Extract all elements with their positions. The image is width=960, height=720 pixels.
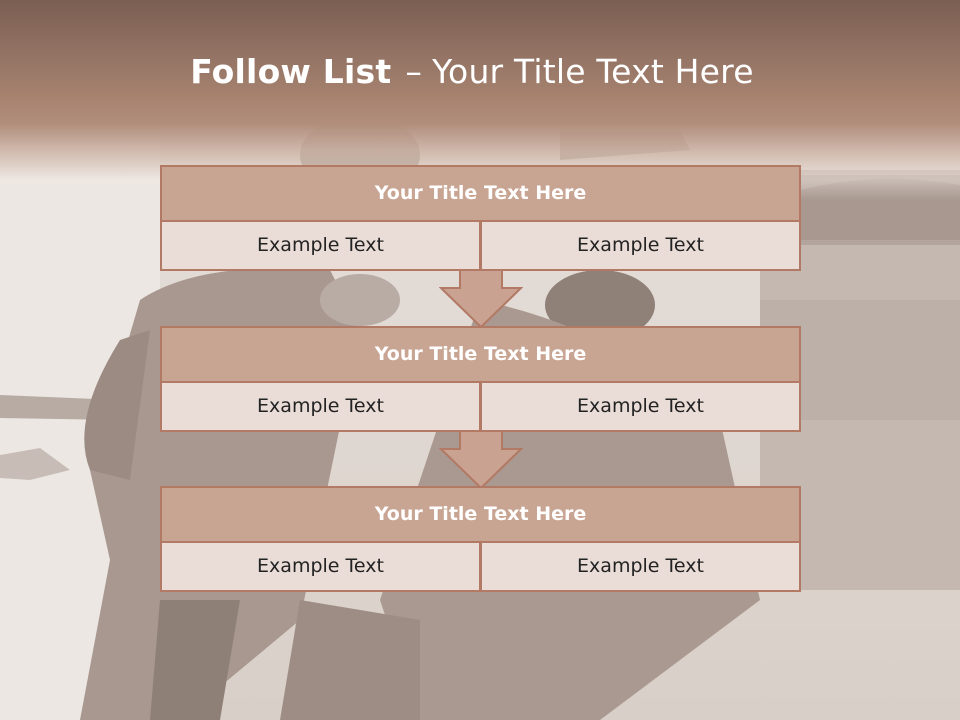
step-right-text: Example Text — [480, 222, 801, 271]
down-arrow-icon — [439, 270, 523, 328]
step-title: Your Title Text Here — [160, 165, 801, 222]
step-left-text: Example Text — [160, 222, 481, 271]
step-left-text: Example Text — [160, 383, 481, 432]
step-right-text: Example Text — [480, 543, 801, 592]
slide-title-rest: Your Title Text Here — [432, 52, 754, 91]
step-title: Your Title Text Here — [160, 486, 801, 543]
slide-title: Follow List–Your Title Text Here — [0, 52, 944, 91]
slide-title-bold: Follow List — [190, 52, 392, 91]
slide-title-dash: – — [405, 52, 423, 91]
step-title: Your Title Text Here — [160, 326, 801, 383]
down-arrow-icon — [439, 431, 523, 489]
step-left-text: Example Text — [160, 543, 481, 592]
step-right-text: Example Text — [480, 383, 801, 432]
